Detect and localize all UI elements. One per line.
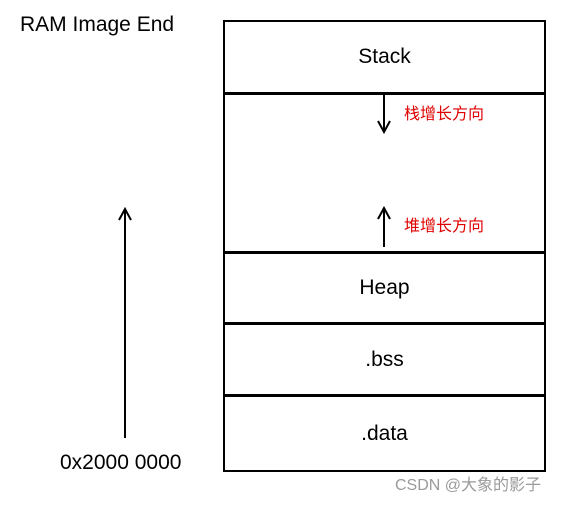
- heap-region-label: Heap: [359, 276, 410, 299]
- heap-region: Heap: [225, 251, 544, 322]
- bss-region-label: .bss: [365, 347, 404, 371]
- data-region-label: .data: [361, 421, 408, 445]
- ram-image-end-label: RAM Image End: [20, 13, 175, 36]
- base-address-label: 0x2000 0000: [60, 451, 182, 474]
- memory-map: Stack Heap .bss .data: [223, 20, 546, 472]
- free-region: [225, 92, 544, 251]
- stack-growth-label: 栈增长方向: [404, 104, 485, 123]
- data-region: .data: [225, 394, 544, 470]
- bss-region: .bss: [225, 322, 544, 394]
- heap-growth-label: 堆增长方向: [404, 216, 485, 235]
- stack-region: Stack: [225, 22, 544, 92]
- stack-region-label: Stack: [358, 45, 411, 68]
- watermark: CSDN @大象的影子: [395, 477, 542, 494]
- address-direction-arrow-up-icon: [118, 206, 132, 438]
